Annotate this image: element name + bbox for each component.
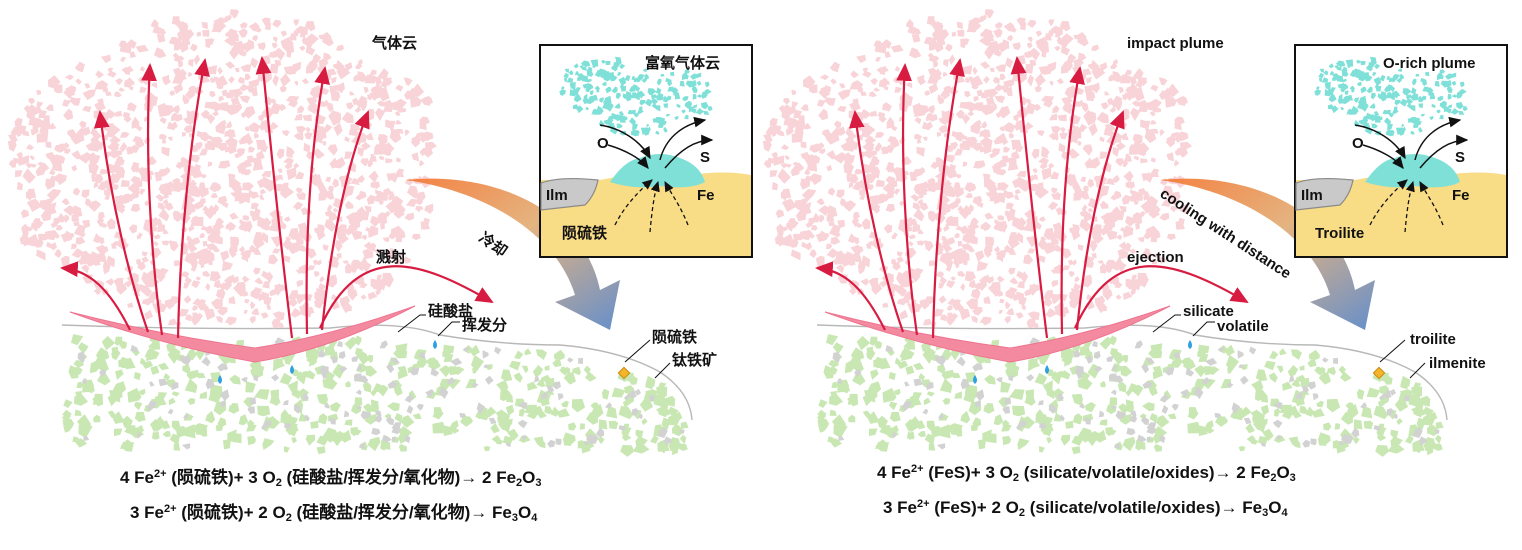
equation-right-1: 4 Fe2+ (FeS)+ 3 O2 (silicate/volatile/ox… bbox=[877, 463, 1296, 484]
volatile-label: 挥发分 bbox=[462, 316, 507, 334]
inset-fe-label: Fe bbox=[1452, 187, 1470, 204]
inset-o-label: O bbox=[1352, 135, 1364, 152]
equation-right-2: 3 Fe2+ (FeS)+ 2 O2 (silicate/volatile/ox… bbox=[883, 498, 1288, 519]
inset-o-label: O bbox=[597, 135, 609, 152]
right-panel: impact plume ejection silicate volatile … bbox=[763, 9, 1507, 457]
ilmenite-label: ilmenite bbox=[1429, 355, 1486, 372]
equation-left-2: 3 Fe2+ (陨硫铁)+ 2 O2 (硅酸盐/挥发分/氧化物)→ Fe3O4 bbox=[130, 503, 538, 524]
cooling-label: 冷却 bbox=[476, 229, 511, 261]
inset-ilm-label: Ilm bbox=[546, 187, 568, 204]
inset-s-label: S bbox=[700, 149, 710, 166]
inset-troilite-label: 陨硫铁 bbox=[562, 224, 607, 242]
silicate-label: 硅酸盐 bbox=[428, 302, 473, 320]
inset-title: O-rich plume bbox=[1383, 55, 1476, 72]
plume-label: impact plume bbox=[1127, 35, 1224, 52]
volatile-label: volatile bbox=[1217, 318, 1269, 335]
plume-label: 气体云 bbox=[371, 34, 417, 52]
equation-left-1: 4 Fe2+ (陨硫铁)+ 3 O2 (硅酸盐/挥发分/氧化物)→ 2 Fe2O… bbox=[120, 468, 542, 489]
inset-s-label: S bbox=[1455, 149, 1465, 166]
ilmenite-label: 钛铁矿 bbox=[672, 351, 717, 369]
troilite-label: troilite bbox=[1410, 331, 1456, 348]
inset-fe-label: Fe bbox=[697, 187, 715, 204]
inset-title: 富氧气体云 bbox=[645, 54, 720, 72]
inset-ilm-label: Ilm bbox=[1301, 187, 1323, 204]
troilite-label: 陨硫铁 bbox=[652, 328, 697, 346]
inset-troilite-label: Troilite bbox=[1315, 225, 1364, 242]
ejection-label: 溅射 bbox=[376, 248, 406, 266]
silicate-label: silicate bbox=[1183, 303, 1234, 320]
left-panel: 气体云 溅射 硅酸盐 挥发分 陨硫铁 钛铁矿 冷却 富氧气体云 O S Ilm … bbox=[8, 9, 752, 457]
ejection-label: ejection bbox=[1127, 249, 1184, 266]
